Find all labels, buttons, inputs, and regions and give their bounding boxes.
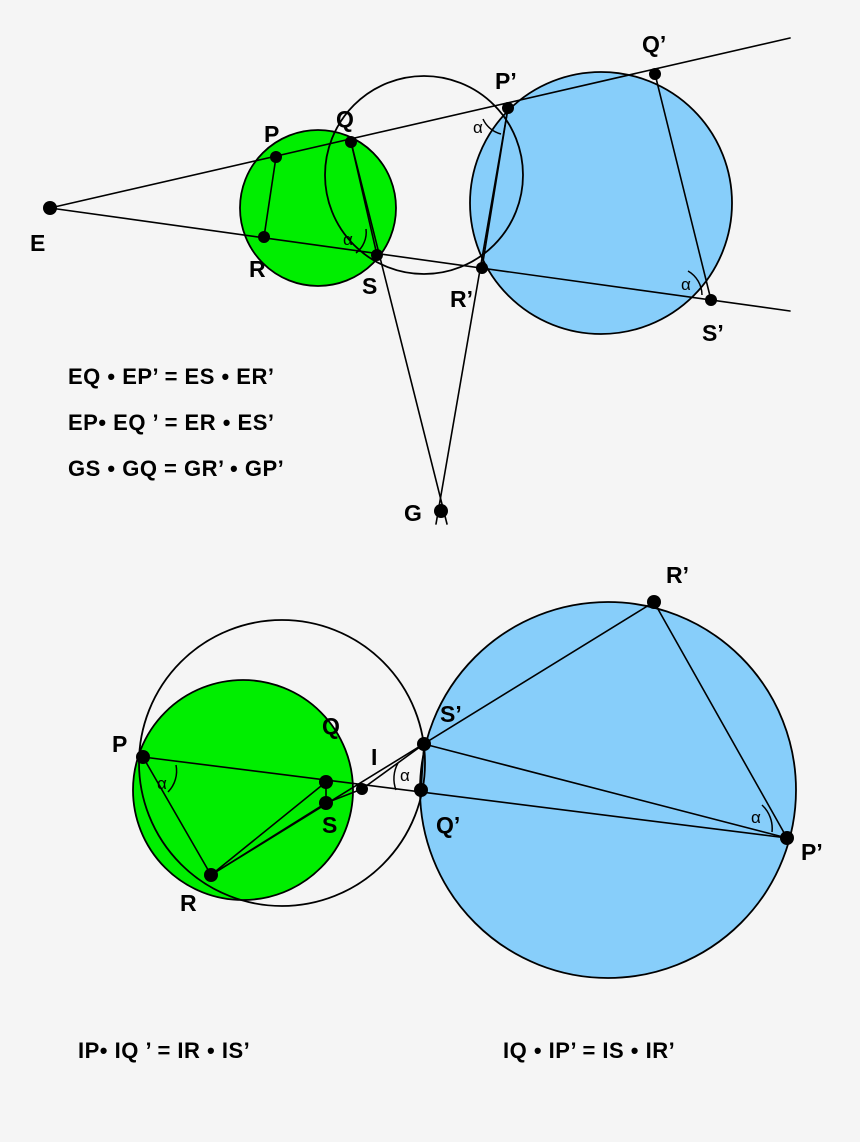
point-Rp-bottom — [647, 595, 661, 609]
chord-Qp-Sp-bottom — [420, 743, 425, 791]
point-I-bottom — [356, 783, 368, 795]
label-alpha-at-Pp: α — [473, 118, 483, 137]
label-point-R-bottom: R — [180, 890, 197, 916]
label-point-Sp-bottom: S’ — [440, 701, 462, 727]
point-G — [434, 504, 448, 518]
point-Pp-bottom — [780, 831, 794, 845]
chord-P-R — [263, 156, 277, 238]
bottom-middle-circle — [138, 619, 426, 907]
top-middle-circle — [324, 75, 524, 275]
label-alpha-at-Sp: α — [681, 275, 691, 294]
point-Qp — [649, 68, 661, 80]
point-Rp — [476, 262, 488, 274]
label-point-Pp: P’ — [495, 68, 517, 94]
angle-arc-at-I-bottom — [393, 762, 399, 791]
angle-arc-at-P-bottom — [167, 764, 178, 793]
label-point-Rp-bottom: R’ — [666, 562, 689, 588]
line-Q-to-G — [350, 141, 448, 525]
label-point-S-bottom: S — [322, 812, 337, 838]
chord-P-R-bottom — [142, 756, 212, 876]
label-point-E: E — [30, 230, 45, 256]
label-point-Q: Q — [336, 106, 354, 132]
label-point-S: S — [362, 273, 377, 299]
label-point-R: R — [249, 256, 266, 282]
chord-Q-R-bottom — [210, 781, 327, 876]
point-Pp — [502, 102, 514, 114]
label-alpha-at-I-bottom: α — [400, 766, 410, 785]
line-Pp-to-G — [435, 107, 509, 525]
label-point-P: P — [264, 121, 279, 147]
chord-Pp-Rp-bottom — [653, 601, 788, 839]
point-R-bottom — [204, 868, 218, 882]
point-P — [270, 151, 282, 163]
chord-Qp-Sp — [654, 73, 712, 301]
angle-arc-at-S — [355, 228, 367, 254]
chord-S-R-bottom — [210, 802, 327, 876]
label-point-G: G — [404, 500, 422, 526]
angle-arc-at-Pp-bottom — [761, 804, 773, 833]
label-point-Sp: S’ — [702, 320, 724, 346]
equation-2: EP• EQ ’ = ER • ES’ — [68, 410, 274, 435]
equation-1: EQ • EP’ = ES • ER’ — [68, 364, 274, 389]
point-S-bottom — [319, 796, 333, 810]
bottom-blue-circle — [419, 601, 797, 979]
point-Qp-bottom — [414, 783, 428, 797]
secant-line-E-lower — [49, 207, 791, 312]
equation-3: GS • GQ = GR’ • GP’ — [68, 456, 284, 481]
bottom-diagram: P Q S R I S’ Q’ R’ P’ α α α IP• IQ ’ = I… — [78, 562, 823, 1063]
label-point-I-bottom: I — [371, 744, 377, 770]
connector-I-to-Sp — [361, 743, 425, 790]
chord-Pp-Sp-bottom — [423, 743, 788, 839]
label-point-Q-bottom: Q — [322, 713, 340, 739]
angle-arc-at-Sp — [687, 270, 703, 296]
point-E — [43, 201, 57, 215]
label-alpha-at-S: α — [343, 230, 353, 249]
angle-arc-at-Pp — [482, 118, 502, 135]
point-Q-bottom — [319, 775, 333, 789]
label-point-P-bottom: P — [112, 731, 127, 757]
top-blue-circle — [469, 71, 733, 335]
line-P-to-Pp — [142, 756, 788, 839]
point-R — [258, 231, 270, 243]
label-alpha-at-P-bottom: α — [157, 774, 167, 793]
label-point-Rp: R’ — [450, 286, 473, 312]
label-point-Pp-bottom: P’ — [801, 839, 823, 865]
label-alpha-at-Pp-bottom: α — [751, 808, 761, 827]
point-Sp-bottom — [417, 737, 431, 751]
equation-bottom-right: IQ • IP’ = IS • IR’ — [503, 1038, 675, 1063]
point-Q — [345, 136, 357, 148]
point-Sp — [705, 294, 717, 306]
top-diagram: E P Q R S P’ Q’ R’ S’ G α α α EQ • EP’ =… — [30, 31, 791, 526]
label-point-Qp-bottom: Q’ — [436, 812, 460, 838]
equation-bottom-left: IP• IQ ’ = IR • IS’ — [78, 1038, 250, 1063]
point-P-bottom — [136, 750, 150, 764]
point-S — [371, 249, 383, 261]
label-point-Qp: Q’ — [642, 31, 666, 57]
secant-line-E-upper — [49, 37, 791, 209]
